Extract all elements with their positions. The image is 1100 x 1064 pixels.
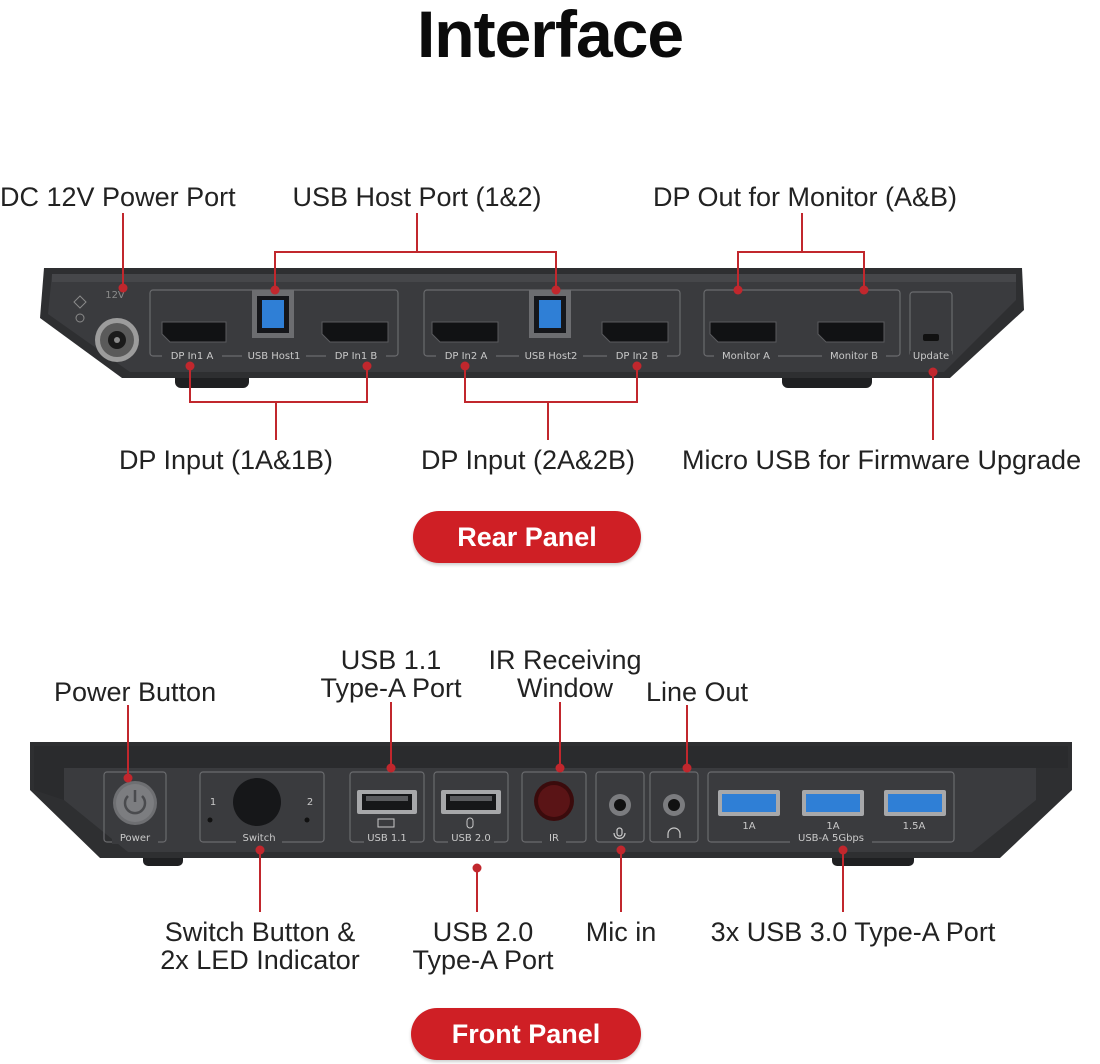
label-usb-a-1: 1A [742, 821, 756, 832]
callout-usb11-line1: USB 1.1 [340, 645, 442, 675]
callout-line-out: Line Out [645, 677, 749, 707]
headphone-icon [667, 827, 681, 838]
callout-dc-power: DC 12V Power Port [0, 182, 236, 212]
label-led-1: 1 [209, 797, 217, 808]
callout-usb20-line2: Type-A Port [412, 945, 554, 975]
callout-dp-out: DP Out for Monitor (A&B) [652, 182, 958, 212]
callout-ir-line2: Window [516, 673, 614, 703]
front-panel-device: Power Switch 1 2 USB 1.1 USB 2.0 IR 1A 1… [30, 742, 1072, 866]
mouse-icon [466, 817, 474, 829]
callout-usb11: USB 1.1 Type-A Port [306, 646, 476, 702]
callout-power-button: Power Button [54, 677, 217, 707]
label-update: Update [910, 351, 952, 362]
callout-usb-host: USB Host Port (1&2) [292, 182, 542, 212]
rear-panel-pill: Rear Panel [413, 511, 641, 563]
label-usb-a-2: 1A [826, 821, 840, 832]
label-usb-host1: USB Host1 [242, 351, 306, 362]
microphone-icon [613, 827, 626, 840]
label-dp-in2a: DP In2 A [436, 351, 496, 362]
label-dp-in1a: DP In1 A [162, 351, 222, 362]
callout-ir-line1: IR Receiving [488, 645, 642, 675]
front-panel-pill: Front Panel [411, 1008, 641, 1060]
label-power-mark: 12V [105, 290, 125, 301]
label-usb11: USB 1.1 [364, 833, 410, 844]
callout-usb20-line1: USB 2.0 [432, 917, 534, 947]
page-title: Interface [416, 0, 684, 71]
callout-usb11-line2: Type-A Port [320, 673, 462, 703]
callout-dp-input-2: DP Input (2A&2B) [420, 445, 636, 475]
label-usb-a-group: USB-A 5Gbps [790, 833, 872, 844]
label-dp-in1b: DP In1 B [326, 351, 386, 362]
label-monitor-b: Monitor B [822, 351, 886, 362]
callout-micro-usb: Micro USB for Firmware Upgrade [682, 445, 1082, 475]
callout-switch-line1: Switch Button & [164, 917, 356, 947]
callout-mic-in: Mic in [585, 917, 657, 947]
callout-usb30: 3x USB 3.0 Type-A Port [710, 917, 996, 947]
label-usb20: USB 2.0 [448, 833, 494, 844]
callout-switch-line2: 2x LED Indicator [160, 945, 360, 975]
label-monitor-a: Monitor A [714, 351, 778, 362]
label-switch: Switch [236, 833, 282, 844]
label-led-2: 2 [306, 797, 314, 808]
callout-usb20: USB 2.0 Type-A Port [398, 918, 568, 974]
label-ir: IR [542, 833, 566, 844]
label-dp-in2b: DP In2 B [607, 351, 667, 362]
callout-ir: IR Receiving Window [480, 646, 650, 702]
keyboard-icon [377, 818, 395, 828]
callout-dp-input-1: DP Input (1A&1B) [118, 445, 334, 475]
label-usb-host2: USB Host2 [519, 351, 583, 362]
label-power: Power [112, 833, 158, 844]
callout-switch: Switch Button & 2x LED Indicator [150, 918, 370, 974]
label-usb-a-3: 1.5A [902, 821, 926, 832]
